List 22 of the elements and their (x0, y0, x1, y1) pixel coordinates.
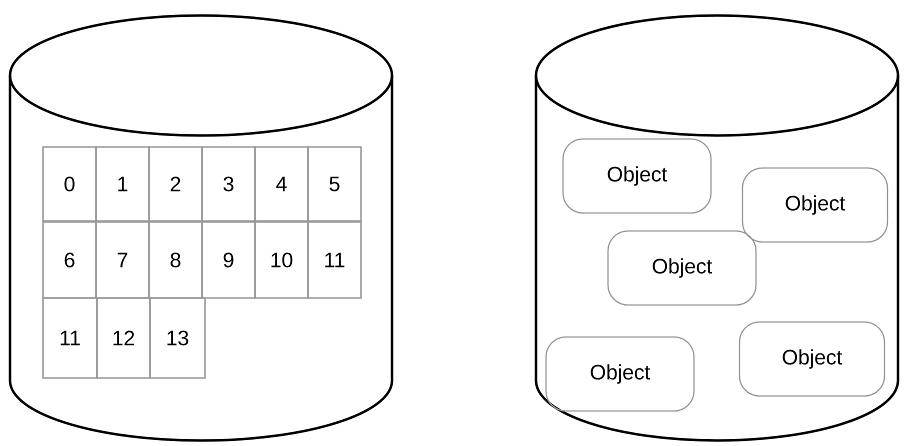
number-cell: 8 (148, 221, 203, 299)
object-box: Object (738, 321, 886, 397)
object-box: Object (607, 230, 757, 306)
number-cell: 11 (307, 221, 362, 299)
object-box: Object (562, 138, 712, 214)
number-cell: 12 (96, 297, 151, 379)
number-cell: 6 (42, 221, 97, 299)
cylinder (8, 14, 394, 442)
number-cell: 5 (307, 146, 362, 222)
cylinder (534, 14, 900, 442)
object-box: Object (742, 167, 888, 243)
number-cell: 1 (95, 146, 150, 222)
number-cell: 13 (149, 297, 206, 379)
number-cell: 9 (201, 221, 256, 299)
number-cell: 2 (148, 146, 203, 222)
object-box: Object (545, 336, 695, 412)
number-cell: 3 (201, 146, 256, 222)
number-cell: 0 (42, 146, 97, 222)
number-cell: 11 (42, 297, 98, 379)
number-cell: 4 (254, 146, 309, 222)
number-cell: 10 (254, 221, 309, 299)
number-cell: 7 (95, 221, 150, 299)
